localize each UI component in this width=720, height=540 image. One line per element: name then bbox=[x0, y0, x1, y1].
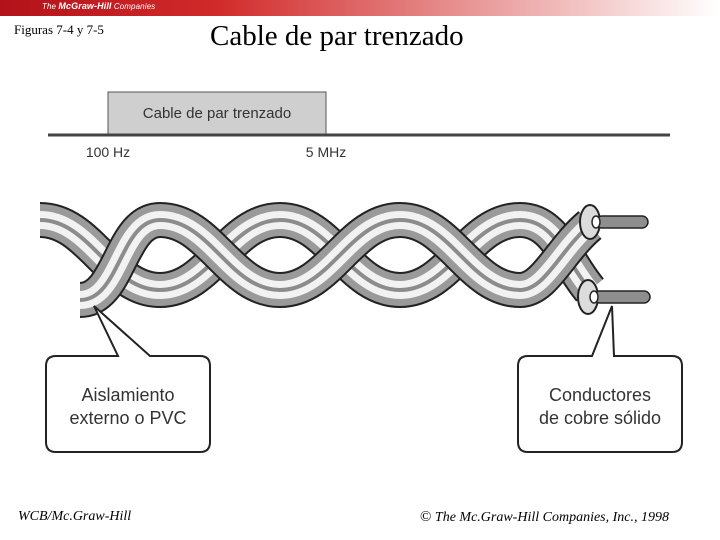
callout-insulation: Aislamiento externo o PVC bbox=[45, 305, 211, 453]
frequency-band bbox=[107, 91, 327, 135]
footer-copyright: © The Mc.Graw-Hill Companies, Inc., 1998 bbox=[420, 509, 669, 526]
wire-b bbox=[77, 201, 603, 318]
frequency-band-label: Cable de par trenzado bbox=[143, 105, 291, 122]
copyright-text: The Mc.Graw-Hill Companies, Inc., 1998 bbox=[434, 510, 669, 525]
callout-insulation-line1: Aislamiento bbox=[81, 385, 174, 405]
frequency-end-label: 5 MHz bbox=[306, 144, 346, 160]
callout-conductors-line2: de cobre sólido bbox=[539, 408, 661, 428]
frequency-start-label: 100 Hz bbox=[86, 144, 130, 160]
callout-insulation-line2: externo o PVC bbox=[69, 408, 186, 428]
slide-title: Cable de par trenzado bbox=[210, 20, 464, 52]
figure-label: Figuras 7-4 y 7-5 bbox=[14, 22, 104, 37]
callout-conductors-line1: Conductores bbox=[549, 385, 651, 405]
conductor-top bbox=[579, 204, 649, 240]
conductor-bottom bbox=[577, 279, 651, 315]
brand-logo: The McGraw-Hill Companies bbox=[42, 1, 156, 11]
copyright-symbol: © bbox=[420, 509, 432, 525]
footer-publisher: WCB/Mc.Graw-Hill bbox=[18, 509, 132, 524]
callout-conductors: Conductores de cobre sólido bbox=[517, 305, 683, 453]
brand-bar: The McGraw-Hill Companies bbox=[0, 0, 720, 16]
